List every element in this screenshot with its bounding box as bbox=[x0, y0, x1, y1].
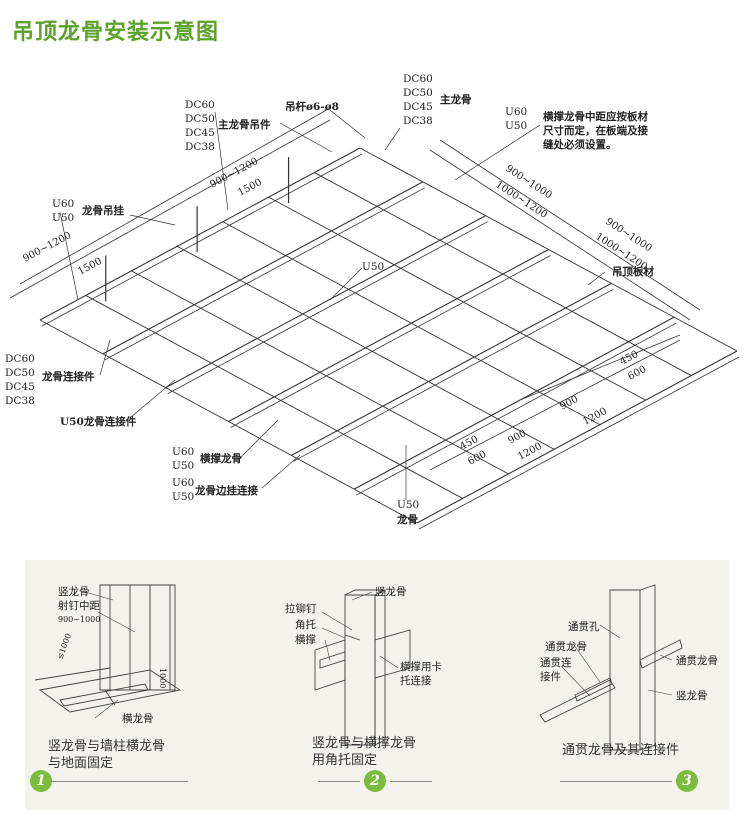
dimension-lines bbox=[9, 107, 701, 471]
detail-3-rule bbox=[560, 781, 672, 782]
dim-right-450: 450 bbox=[618, 349, 640, 368]
keel-line bbox=[102, 181, 424, 355]
detail-2-rule-left bbox=[318, 781, 360, 782]
keel-line bbox=[416, 350, 738, 524]
u-right-top-60: U60 bbox=[505, 106, 527, 118]
detail-2-number: 2 bbox=[364, 770, 386, 792]
page-title: 吊顶龙骨安装示意图 bbox=[12, 20, 220, 45]
u-right-top-50: U50 bbox=[505, 120, 527, 132]
detail-3-caption: 通贯龙骨及其连接件 bbox=[562, 743, 680, 758]
note-line-2: 尺寸而定，在板端及接 bbox=[543, 124, 648, 137]
u-cross-60: U60 bbox=[172, 446, 194, 458]
cross-keel-line bbox=[222, 221, 601, 426]
u50-bottom-label: U50 bbox=[397, 499, 419, 511]
dc-left-mid-50: DC50 bbox=[5, 367, 35, 379]
dim-right-900: 900 bbox=[558, 394, 580, 413]
cross-keel-line bbox=[268, 196, 646, 401]
keel-line bbox=[293, 288, 614, 462]
keel-line bbox=[230, 255, 551, 428]
u50-connector-label: U50龙骨连接件 bbox=[60, 415, 137, 428]
ceiling-board-label: 吊顶板材 bbox=[612, 265, 654, 278]
cross-keel-line bbox=[314, 172, 692, 376]
keel-bottom-label: 龙骨 bbox=[396, 513, 418, 526]
keel-line bbox=[228, 249, 549, 422]
dc-left-top-45: DC45 bbox=[185, 127, 215, 139]
u50-mid-label: U50 bbox=[362, 261, 384, 273]
note-line-3: 缝处必须设置。 bbox=[543, 138, 617, 151]
leader-lines bbox=[59, 109, 606, 500]
detail-1-caption: 竖龙骨与墙柱横龙骨 与地面固定 bbox=[48, 739, 166, 771]
cross-keel-line bbox=[176, 245, 555, 450]
cross-keel-line bbox=[39, 319, 418, 524]
keel-line bbox=[104, 187, 426, 361]
keel-line bbox=[39, 147, 361, 321]
edge-connector-label: 龙骨边挂连接 bbox=[194, 484, 258, 497]
dc-top-38: DC38 bbox=[403, 115, 433, 127]
cross-keel-line bbox=[131, 270, 509, 475]
detail-2-caption: 竖龙骨与横撑龙骨 用角托固定 bbox=[312, 736, 417, 768]
ceiling-keel-diagram: DC60 DC50 DC45 DC38 主龙骨 DC60 DC50 DC45 D… bbox=[5, 73, 740, 530]
keel-line bbox=[418, 356, 740, 530]
u-edge-50: U50 bbox=[172, 491, 194, 503]
keel-connector-label: 龙骨连接件 bbox=[41, 370, 95, 383]
dim-top-left-b: 1500 bbox=[236, 177, 264, 199]
detail-1-number: 1 bbox=[30, 770, 52, 792]
dc-top-50: DC50 bbox=[403, 87, 433, 99]
dc-left-mid-45: DC45 bbox=[5, 381, 35, 393]
dc-top-60: DC60 bbox=[403, 73, 433, 85]
detail-1-rule bbox=[50, 781, 188, 782]
dc-left-top-60: DC60 bbox=[185, 99, 215, 111]
dim-right-1200: 1200 bbox=[581, 406, 609, 428]
u-cross-50: U50 bbox=[172, 460, 194, 472]
keel-line bbox=[353, 316, 675, 490]
dc-left-top-50: DC50 bbox=[185, 113, 215, 125]
dim-right-600: 600 bbox=[626, 364, 648, 383]
keel-hanger-post-label: 龙骨吊挂 bbox=[81, 204, 124, 217]
cross-keel-line bbox=[85, 295, 463, 499]
note-line-1: 横撑龙骨中距应按板材 bbox=[543, 110, 648, 123]
u-left-50: U50 bbox=[52, 212, 74, 224]
hanger-rod-label: 吊杆ø6-ø8 bbox=[285, 100, 339, 113]
main-keel-hanger-label: 主龙骨吊件 bbox=[218, 118, 271, 131]
dim-bot-600: 600 bbox=[466, 449, 488, 468]
main-keel-label: 主龙骨 bbox=[440, 93, 472, 106]
keel-line bbox=[41, 153, 363, 327]
detail-2-rule-right bbox=[390, 781, 432, 782]
dc-left-mid-60: DC60 bbox=[5, 353, 35, 365]
dc-left-mid-38: DC38 bbox=[5, 395, 35, 407]
keel-line bbox=[165, 215, 486, 389]
u-edge-60: U60 bbox=[172, 477, 194, 489]
cross-keel-line bbox=[359, 147, 738, 352]
cross-keel-label: 横撑龙骨 bbox=[200, 452, 242, 465]
dim-bot-1200: 1200 bbox=[516, 441, 544, 463]
dim-bot-900: 900 bbox=[506, 428, 528, 447]
detail-3-number: 3 bbox=[676, 770, 698, 792]
u-left-60: U60 bbox=[52, 198, 74, 210]
dim-left-a: 900~1200 bbox=[21, 230, 73, 265]
keel-line bbox=[167, 221, 488, 395]
dc-top-45: DC45 bbox=[403, 101, 433, 113]
keel-line bbox=[355, 322, 677, 496]
dc-left-top-38: DC38 bbox=[185, 141, 215, 153]
keel-line bbox=[291, 282, 612, 456]
